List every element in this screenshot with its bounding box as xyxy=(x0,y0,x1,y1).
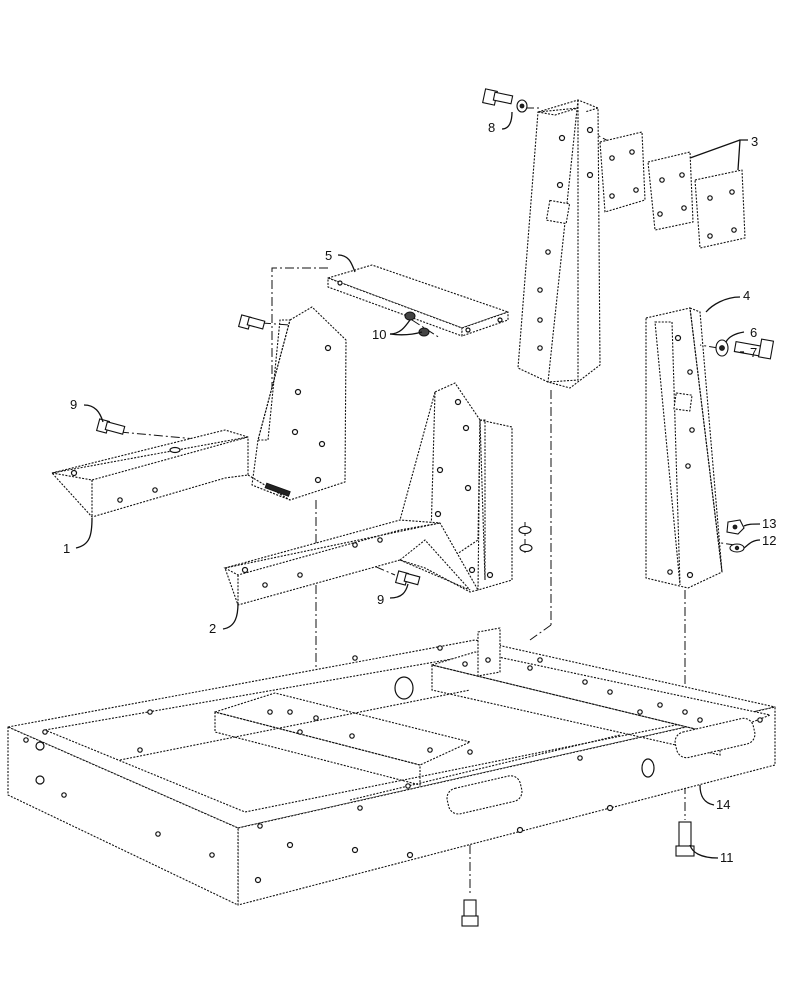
callout-2: 2 xyxy=(209,621,216,636)
bolt-7 xyxy=(733,338,775,360)
washer-6 xyxy=(715,339,729,357)
spacer-plates-3 xyxy=(599,131,746,249)
washer-12 xyxy=(729,543,745,553)
plate-5 xyxy=(327,264,509,337)
callout-6: 6 xyxy=(750,325,757,340)
washers-bracket-2 xyxy=(518,525,533,553)
bracket-1 xyxy=(51,306,347,518)
bolt-frame-center xyxy=(461,899,479,927)
bracket-2 xyxy=(223,382,513,606)
upright-column xyxy=(517,99,601,389)
callout-13: 13 xyxy=(762,516,776,531)
callout-10: 10 xyxy=(372,327,386,342)
callout-labels: 1 2 3 4 5 6 7 8 9 9 10 11 12 13 14 xyxy=(63,120,776,865)
bolt-8 xyxy=(482,88,528,113)
callout-8: 8 xyxy=(488,120,495,135)
nuts-10 xyxy=(404,311,430,337)
bolt-bracket-1 xyxy=(237,314,266,330)
base-frame xyxy=(7,627,776,906)
callout-14: 14 xyxy=(716,797,730,812)
channel-4 xyxy=(645,307,723,589)
callout-11: 11 xyxy=(720,850,734,865)
bolt-9-upper xyxy=(95,418,126,435)
callout-5: 5 xyxy=(325,248,332,263)
callout-9-lower: 9 xyxy=(377,592,384,607)
callout-12: 12 xyxy=(762,533,776,548)
nut-13 xyxy=(726,519,745,535)
callout-7: 7 xyxy=(750,345,757,360)
bolt-11 xyxy=(675,821,695,857)
frame-holes xyxy=(23,645,763,884)
callout-9-upper: 9 xyxy=(70,397,77,412)
callout-1: 1 xyxy=(63,541,70,556)
callout-3: 3 xyxy=(751,134,758,149)
callout-4: 4 xyxy=(743,288,750,303)
bolt-9-lower xyxy=(394,570,421,586)
leader-lines xyxy=(75,111,761,859)
